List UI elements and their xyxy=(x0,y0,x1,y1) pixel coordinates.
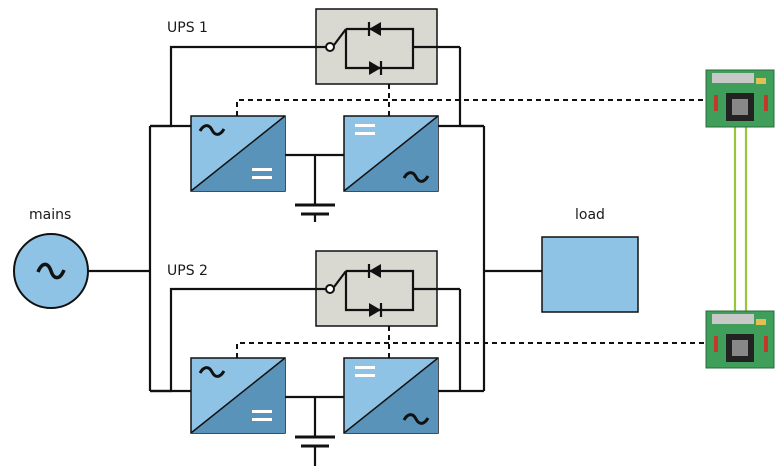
ups2-bypass-switch xyxy=(315,250,438,327)
mains-source xyxy=(13,233,89,309)
ups2-label: UPS 2 xyxy=(167,263,208,279)
ups1-control-board xyxy=(705,69,775,128)
load-label: load xyxy=(575,207,605,223)
ups2-control-board xyxy=(705,310,775,369)
ups2-rectifier xyxy=(190,357,286,434)
ups1-inverter xyxy=(343,115,439,192)
ups2-battery xyxy=(295,397,335,466)
load-box xyxy=(541,236,639,313)
ups2-inverter xyxy=(343,357,439,434)
ups1-bypass-switch xyxy=(315,8,438,85)
ups1-label: UPS 1 xyxy=(167,20,208,36)
mains-label: mains xyxy=(29,207,71,223)
ac-wave-icon xyxy=(36,262,66,280)
ups1-rectifier xyxy=(190,115,286,192)
ups1-battery xyxy=(295,155,335,222)
